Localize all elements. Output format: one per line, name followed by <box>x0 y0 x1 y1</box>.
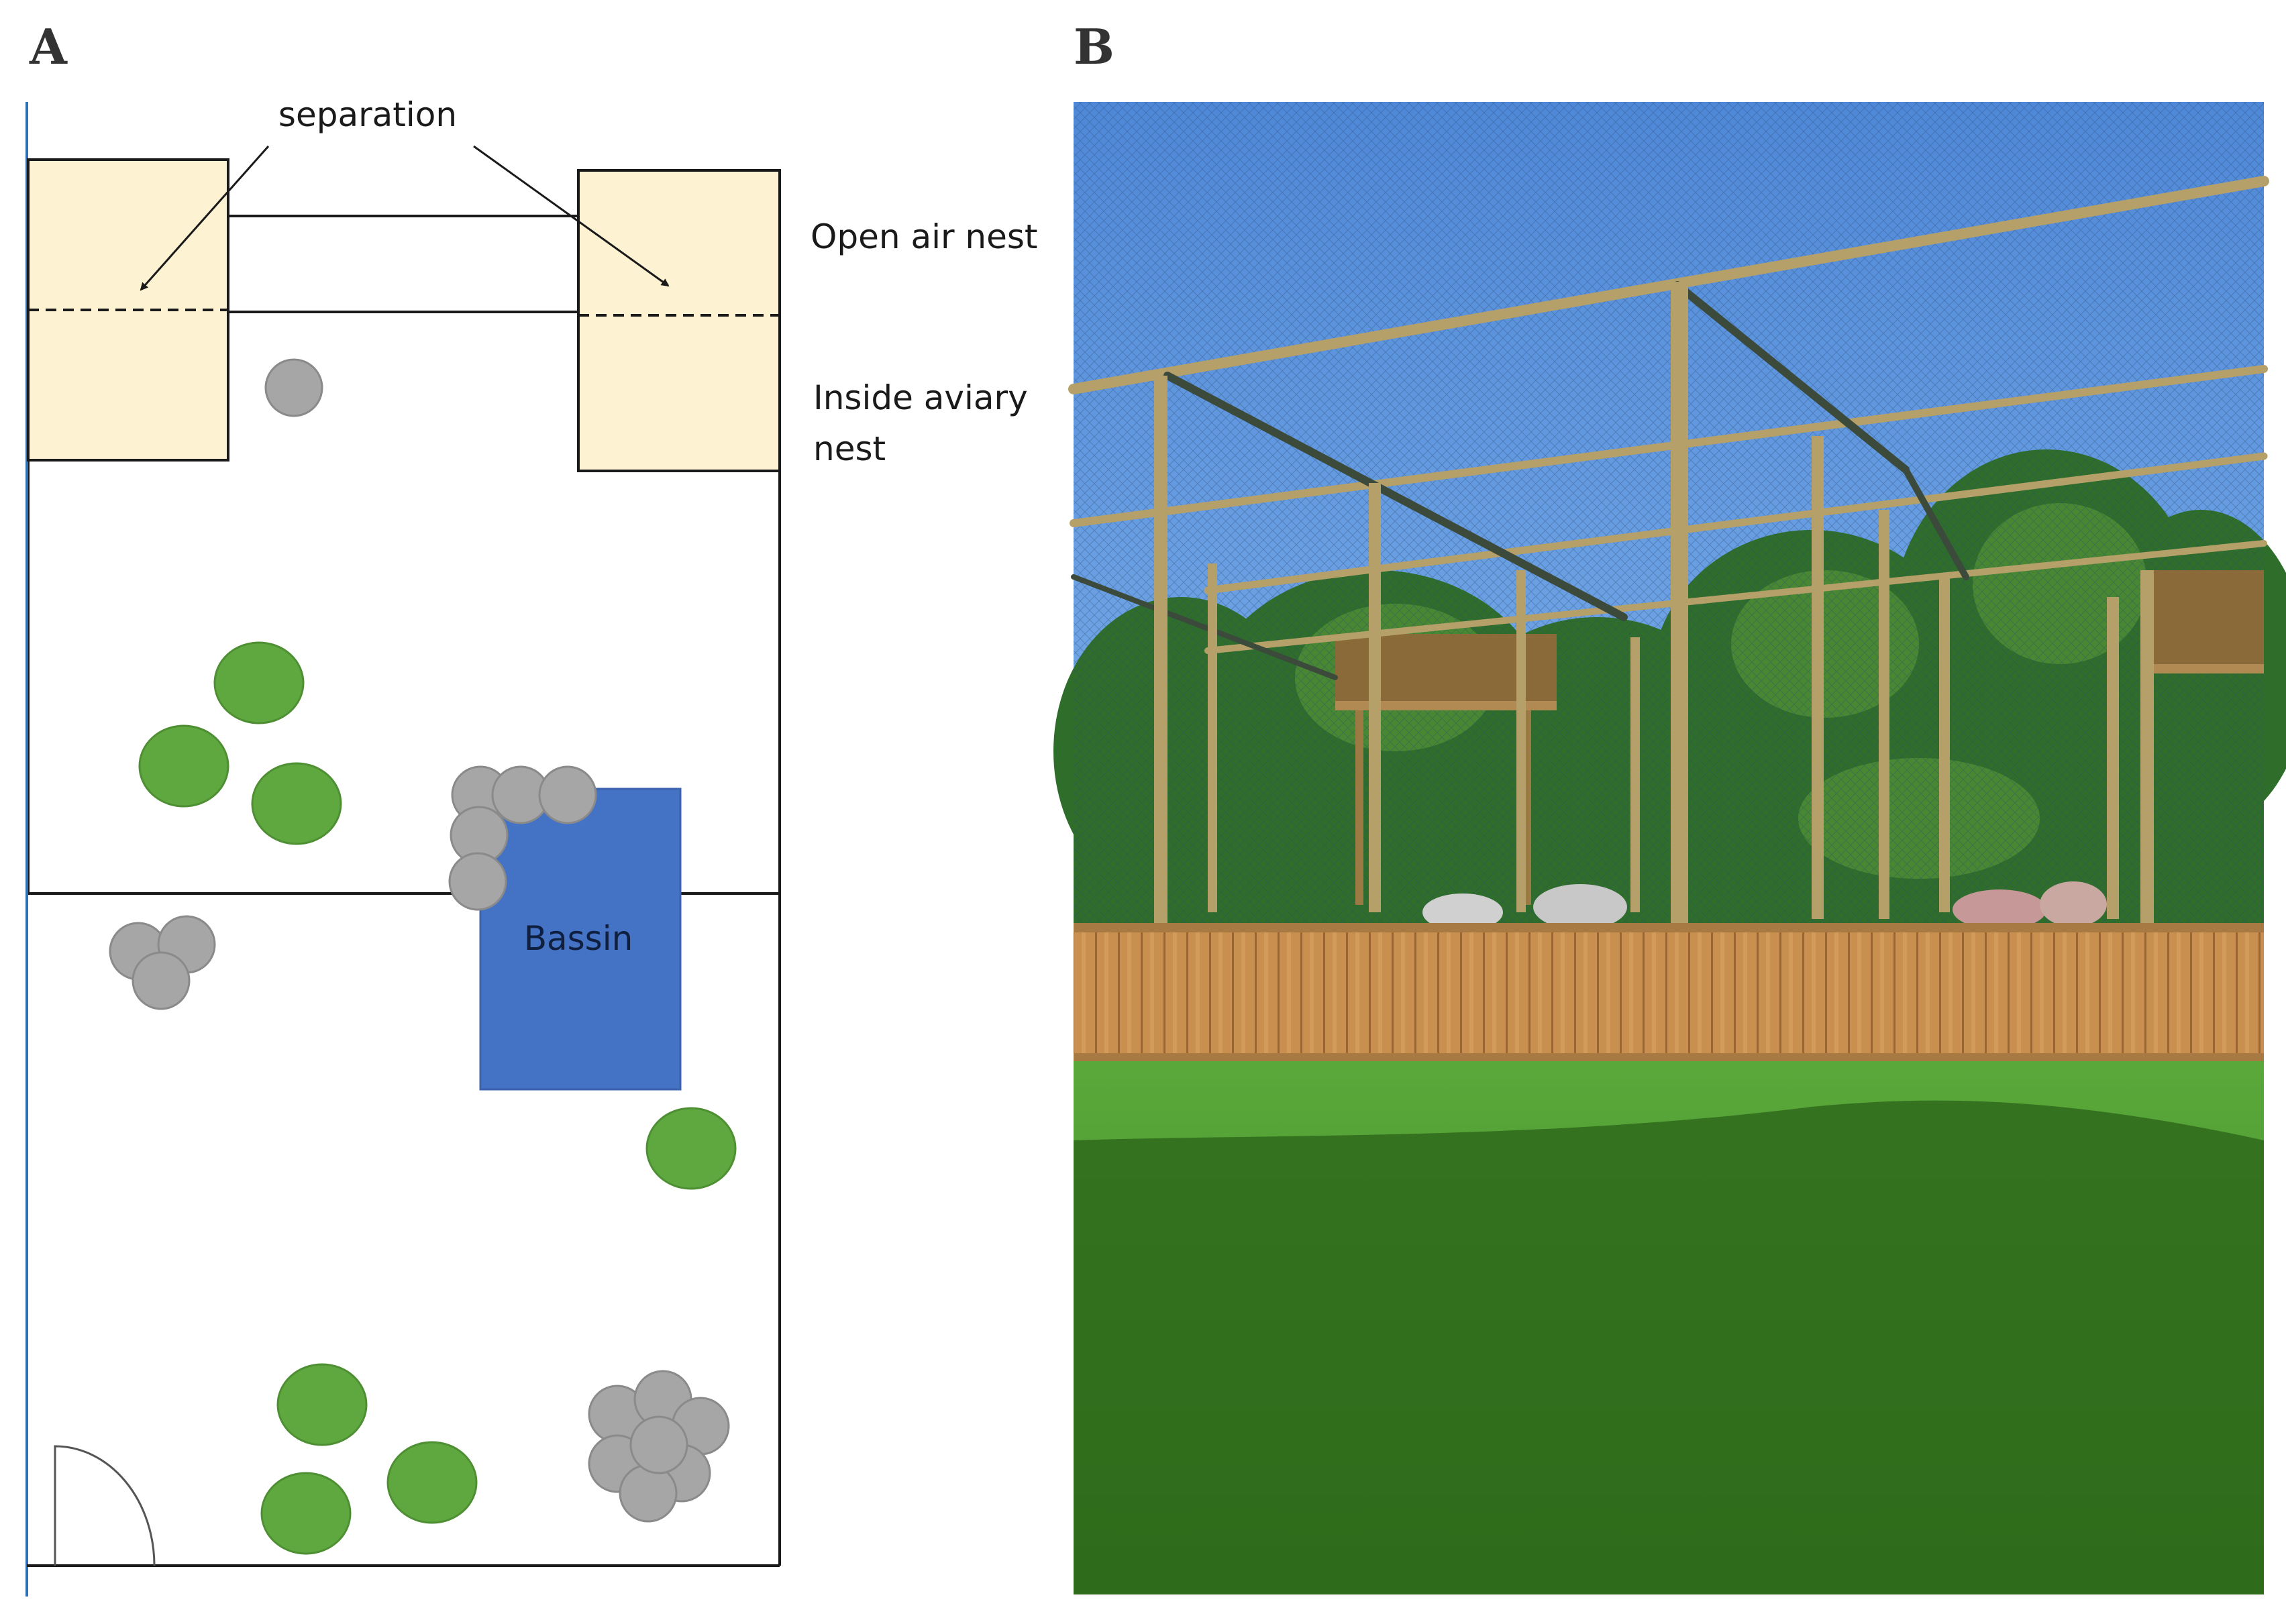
aviary-photo <box>1053 102 2286 1594</box>
inside-aviary-nest-label-line2: nest <box>813 429 886 468</box>
photo-fence-rail <box>1074 923 2264 932</box>
separation-label: separation <box>278 95 457 134</box>
nest-left <box>27 158 229 462</box>
nest-right <box>577 169 781 472</box>
tree <box>386 1441 478 1524</box>
door <box>54 1445 156 1566</box>
panel-b-letter: B <box>1074 18 1114 75</box>
photo-grass-shadow <box>1074 1100 2264 1594</box>
rock <box>132 951 191 1010</box>
tree <box>138 724 229 808</box>
pool-label: Bassin <box>524 919 633 958</box>
photo-frame-beams <box>1068 176 2269 680</box>
rock-cluster-bottom-right <box>588 1370 730 1523</box>
tree <box>645 1107 737 1190</box>
panel-a: A separation Open air nest Inside aviary… <box>25 18 1038 1596</box>
rock-cluster-left <box>109 915 216 1010</box>
rock-cluster-pool <box>448 765 597 911</box>
panel-a-letter: A <box>29 18 68 75</box>
rock <box>619 1464 678 1523</box>
separation-arrow-left <box>140 146 270 291</box>
tree <box>251 762 342 845</box>
rock <box>264 358 323 417</box>
photo-rocks <box>1422 881 2107 931</box>
photo-frame-posts <box>1154 282 2154 1046</box>
pool <box>479 788 682 1091</box>
rock <box>629 1415 688 1474</box>
panel-b: B <box>1053 18 2286 1594</box>
separation-arrow-right <box>473 145 670 287</box>
tree <box>260 1472 352 1555</box>
rock <box>448 852 507 911</box>
tree <box>276 1363 368 1446</box>
photo-fence-base <box>1074 1053 2264 1061</box>
tree-cluster <box>138 641 737 1555</box>
photo-fence <box>1074 926 2264 1060</box>
tree <box>213 641 305 724</box>
open-air-nest-label: Open air nest <box>811 217 1038 256</box>
photo-mesh <box>1074 102 2264 927</box>
inside-aviary-nest-label-line1: Inside aviary <box>813 378 1028 417</box>
rock <box>538 765 597 824</box>
